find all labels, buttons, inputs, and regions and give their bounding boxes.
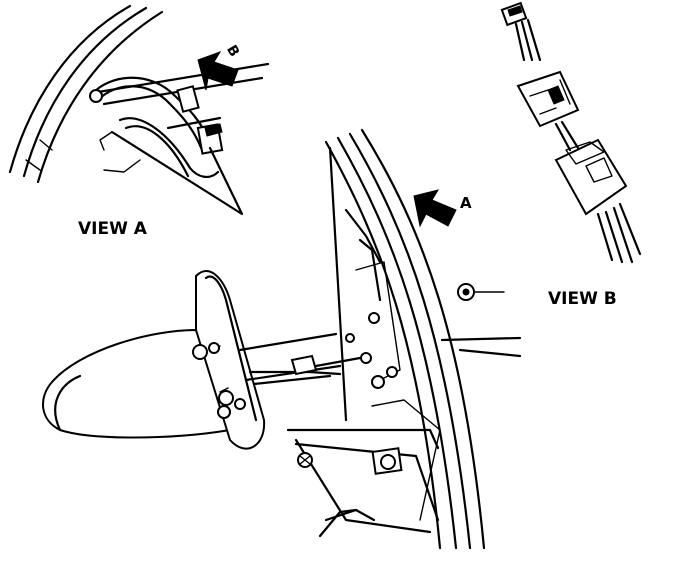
mirror-assembly	[41, 270, 362, 450]
view-b-inset	[500, 1, 642, 264]
view-a-label: VIEW A	[78, 219, 148, 239]
arrow-a-label: A	[460, 194, 472, 212]
arrow-b-label: B	[223, 43, 242, 60]
door-frame	[286, 128, 522, 550]
view-b-label: VIEW B	[548, 289, 617, 309]
view-a-inset	[8, 4, 270, 216]
